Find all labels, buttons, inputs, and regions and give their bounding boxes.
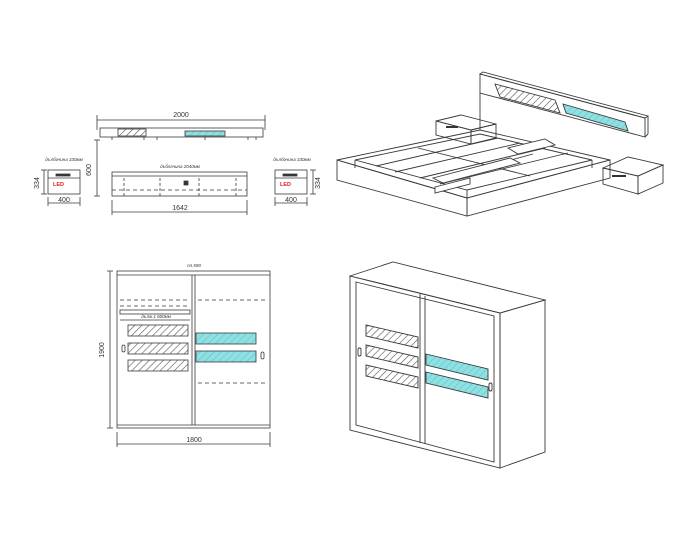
- nightstand-right-width-label: 400: [285, 197, 297, 204]
- headboard-glass-panel: [184, 130, 226, 137]
- wardrobe-front-hatch-3: [127, 359, 189, 372]
- bed-height-label: 600: [86, 164, 93, 176]
- bed-3d-nightstand-right: [601, 156, 665, 177]
- wardrobe-height-label: 1900: [99, 342, 106, 358]
- bed-3d-nightstand-left: [435, 114, 497, 131]
- bed-3d-headboard-glass: [562, 103, 629, 132]
- wardrobe-front-glass-1: [195, 332, 257, 345]
- nightstand-right-led-label: LED: [280, 182, 291, 188]
- bed-frame: [111, 171, 248, 197]
- wardrobe-front-view: [107, 270, 271, 447]
- wardrobe-3d-hatch-2: [365, 344, 419, 369]
- wardrobe-3d-glass-1: [425, 353, 489, 381]
- bed-depth-note: дъблочина 2040мм: [160, 164, 200, 169]
- bed-3d-headboard-hatch: [494, 83, 561, 114]
- nightstand-left-width-label: 400: [58, 197, 70, 204]
- wardrobe-front-hatch-2: [127, 342, 189, 355]
- wardrobe-front-glass-2: [195, 350, 257, 363]
- wardrobe-3d-handle-right: [488, 382, 493, 392]
- wardrobe-front-hatch-1: [127, 324, 189, 337]
- wardrobe-outline: [116, 270, 271, 429]
- wardrobe-width-label: 1800: [186, 437, 202, 444]
- bed-front-view: [94, 115, 266, 215]
- wardrobe-3d-glass-2: [425, 371, 489, 399]
- wardrobe-3d-hatch-3: [365, 364, 419, 389]
- nightstand-left-front: [41, 169, 81, 206]
- bed-3d-frame-top: [336, 129, 611, 199]
- wardrobe-3d-handle-left: [357, 347, 362, 357]
- nightstand-right-height-label: 334: [315, 177, 322, 189]
- bed-3d-view: [336, 71, 665, 217]
- nightstand-left-depth-note: дълбочина 330мм: [45, 157, 82, 162]
- nightstand-right-front: [274, 169, 316, 206]
- wardrobe-3d-front: [349, 275, 501, 469]
- wardrobe-front-handle-right: [260, 351, 265, 360]
- bed-inner-width-label: 1642: [172, 205, 188, 212]
- wardrobe-3d-side: [499, 299, 546, 469]
- wardrobe-3d-view: [348, 261, 547, 469]
- wardrobe-top-note: пл.590: [187, 263, 201, 268]
- nightstand-left-led-label: LED: [53, 182, 64, 188]
- wardrobe-inner-note: дълж.1 600мм: [141, 314, 171, 319]
- wardrobe-3d-hatch-1: [365, 324, 419, 349]
- headboard-hatch-panel: [117, 128, 147, 137]
- wardrobe-front-handle-left: [121, 344, 126, 353]
- nightstand-left-height-label: 334: [34, 177, 41, 189]
- nightstand-right-depth-note: дълбочина 330мм: [273, 157, 310, 162]
- bed-width-label: 2000: [173, 112, 189, 119]
- headboard-panel: [99, 127, 264, 138]
